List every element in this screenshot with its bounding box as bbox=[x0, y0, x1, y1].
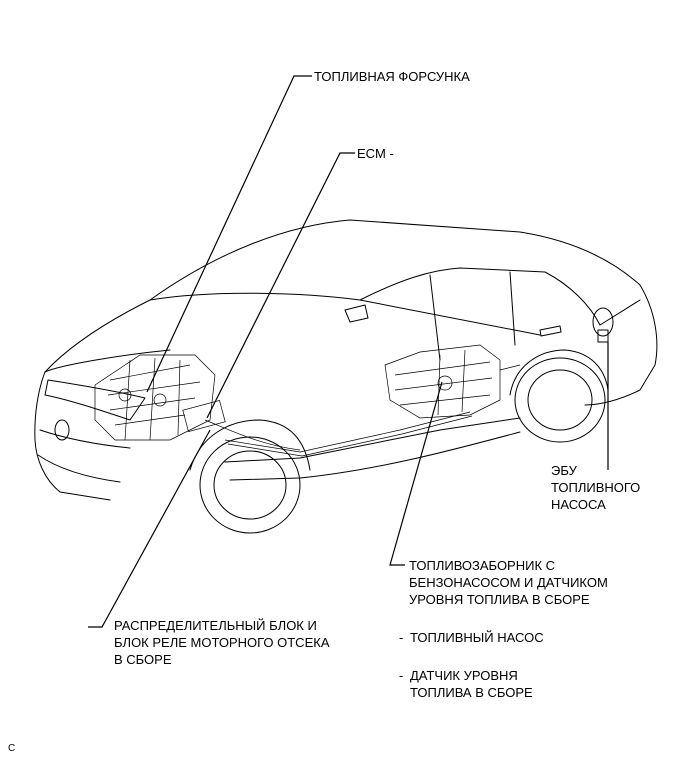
fuel-line bbox=[224, 411, 471, 453]
label-fuel-level-sensor: ДАТЧИК УРОВНЯ ТОПЛИВА В СБОРЕ bbox=[410, 668, 533, 700]
corner-mark: C bbox=[8, 743, 16, 754]
label-fuel-pump-ecu: ЭБУ ТОПЛИВНОГО НАСОСА bbox=[551, 463, 641, 512]
car-body bbox=[34, 219, 658, 534]
leader-lines bbox=[88, 75, 609, 628]
label-fuel-pump-assembly: ТОПЛИВОЗАБОРНИК С БЕНЗОНАСОСОМ И ДАТЧИКО… bbox=[409, 558, 608, 607]
engine bbox=[94, 354, 301, 451]
label-ecm: ECM - bbox=[357, 146, 394, 161]
dash-2: - bbox=[399, 668, 404, 683]
label-fuel-injector: ТОПЛИВНАЯ ФОРСУНКА bbox=[314, 69, 470, 84]
label-relay-block: РАСПРЕДЕЛИТЕЛЬНЫЙ БЛОК И БЛОК РЕЛЕ МОТОР… bbox=[114, 618, 330, 667]
fuel-tank bbox=[384, 344, 521, 419]
label-fuel-pump: ТОПЛИВНЫЙ НАСОС bbox=[410, 630, 544, 645]
fuel-pump-ecu-part bbox=[597, 329, 609, 343]
dash-1: - bbox=[399, 630, 404, 645]
